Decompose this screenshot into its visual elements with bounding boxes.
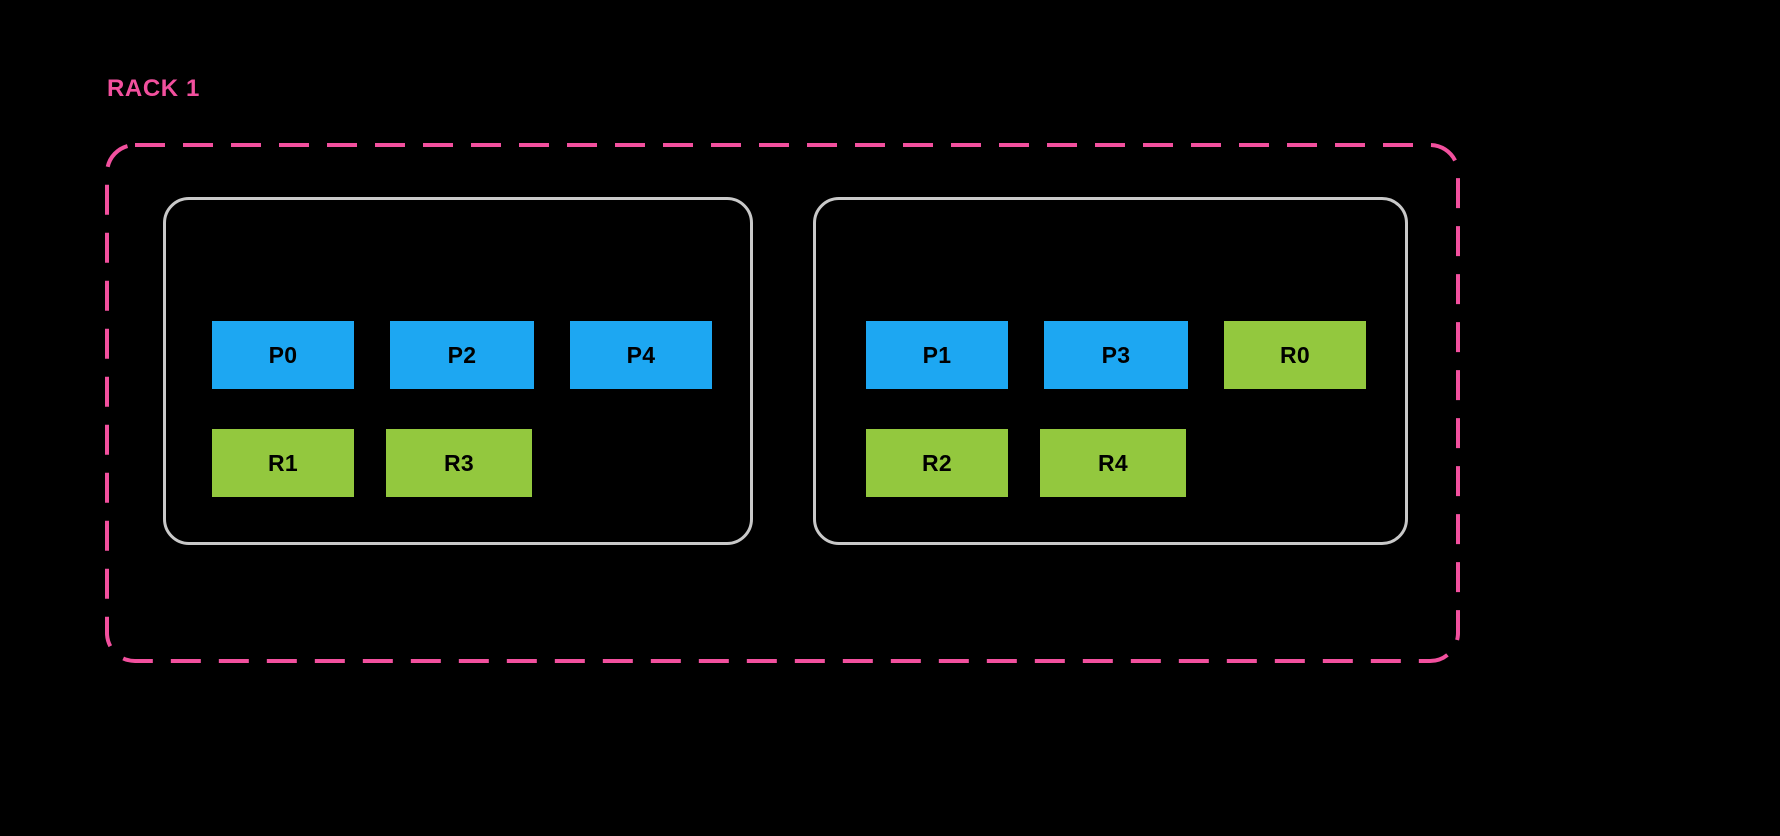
block-p2-label: P2 (447, 341, 477, 368)
block-p4-label: P4 (626, 341, 656, 368)
node-card-left: P0 P2 P4 R1 R3 (163, 197, 753, 545)
block-p1-label: P1 (922, 341, 952, 368)
block-r1[interactable]: R1 (212, 429, 354, 497)
node-left-partition-row: P0 P2 P4 (212, 321, 712, 389)
block-p1[interactable]: P1 (866, 321, 1008, 389)
node-left-replica-row: R1 R3 (212, 429, 532, 497)
block-p2[interactable]: P2 (390, 321, 534, 389)
node-card-right: P1 P3 R0 R2 R4 (813, 197, 1408, 545)
node-right-replica-row: R2 R4 (866, 429, 1186, 497)
block-r2[interactable]: R2 (866, 429, 1008, 497)
block-r0[interactable]: R0 (1224, 321, 1366, 389)
block-p4[interactable]: P4 (570, 321, 712, 389)
block-p3-label: P3 (1101, 341, 1131, 368)
block-r3-label: R3 (443, 449, 474, 476)
block-r4[interactable]: R4 (1040, 429, 1186, 497)
block-r1-label: R1 (267, 449, 298, 476)
block-r4-label: R4 (1097, 449, 1128, 476)
block-r0-label: R0 (1279, 341, 1310, 368)
block-p0[interactable]: P0 (212, 321, 354, 389)
block-r2-label: R2 (921, 449, 952, 476)
block-p3[interactable]: P3 (1044, 321, 1188, 389)
node-right-partition-row: P1 P3 R0 (866, 321, 1366, 389)
block-r3[interactable]: R3 (386, 429, 532, 497)
block-p0-label: P0 (268, 341, 298, 368)
rack-label: RACK 1 (107, 75, 200, 102)
